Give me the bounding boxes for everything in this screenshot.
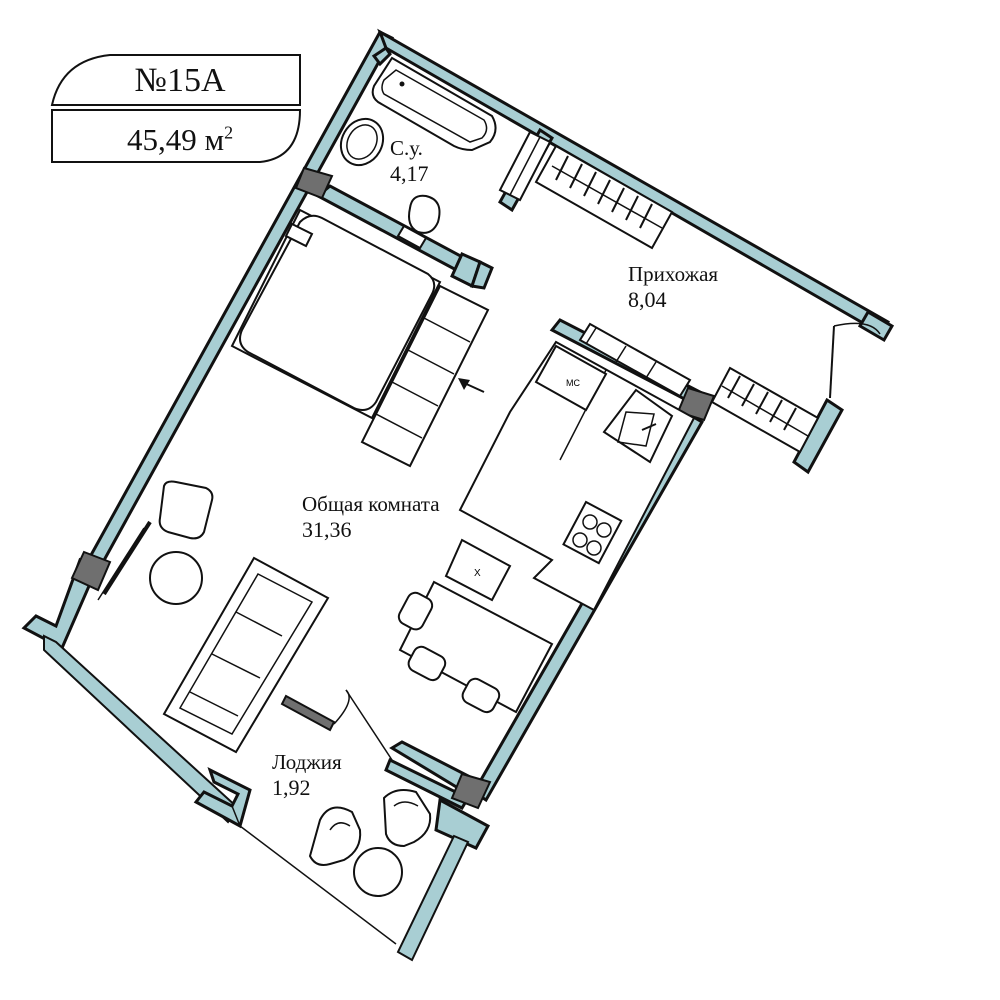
entrance-door [829, 322, 881, 399]
room-area-bathroom: 4,17 [390, 161, 429, 186]
apartment-area-value: 45,49 м [126, 122, 225, 157]
balcony-door [280, 689, 393, 761]
bed [230, 208, 442, 420]
coffee-table [149, 551, 203, 605]
kitchen-sink [602, 388, 674, 464]
room-area-loggia: 1,92 [272, 775, 311, 800]
armchair [158, 480, 214, 540]
bathroom-shelf [498, 130, 552, 202]
room-label-loggia: Лоджия 1,92 [272, 752, 342, 799]
stove [562, 500, 623, 565]
structural-columns [70, 166, 716, 810]
dining-table: X [398, 538, 554, 714]
entry-arrow [458, 378, 485, 393]
toilet [396, 194, 441, 250]
room-area-hallway: 8,04 [628, 287, 667, 312]
room-label-hallway: Прихожая 8,04 [628, 264, 718, 311]
room-area-living: 31,36 [302, 517, 352, 542]
sofa [162, 556, 330, 754]
apartment-badge [50, 54, 302, 163]
sink [339, 117, 385, 167]
kitchen-upper-shelf [578, 322, 692, 398]
apartment-total-area: 45,49 м2 [60, 122, 300, 158]
nightstand-shelving [360, 284, 490, 468]
bathtub [371, 56, 497, 152]
room-name-hallway: Прихожая [628, 262, 719, 286]
room-label-living: Общая комната 31,36 [302, 494, 440, 541]
loggia-chair-2 [382, 789, 432, 848]
loggia-table [353, 847, 403, 897]
dining-chairs [397, 591, 501, 714]
room-name-loggia: Лоджия [272, 750, 342, 774]
apartment-area-unit-exp: 2 [224, 122, 234, 143]
apartment-number: №15А [134, 62, 226, 99]
washing-machine: МС [534, 344, 608, 412]
tv-panel [97, 520, 152, 601]
entry-wardrobe [710, 366, 820, 454]
room-name-bathroom: С.у. [390, 136, 423, 160]
washing-machine-mark: МС [566, 378, 580, 388]
outer-walls [21, 28, 895, 962]
room-label-bathroom: С.у. 4,17 [390, 138, 429, 185]
loggia-chair-1 [308, 806, 362, 866]
hallway-wardrobe [534, 144, 674, 250]
loggia-outline [231, 805, 397, 945]
stove-mark: X [474, 568, 481, 579]
room-name-living: Общая комната [302, 492, 440, 516]
